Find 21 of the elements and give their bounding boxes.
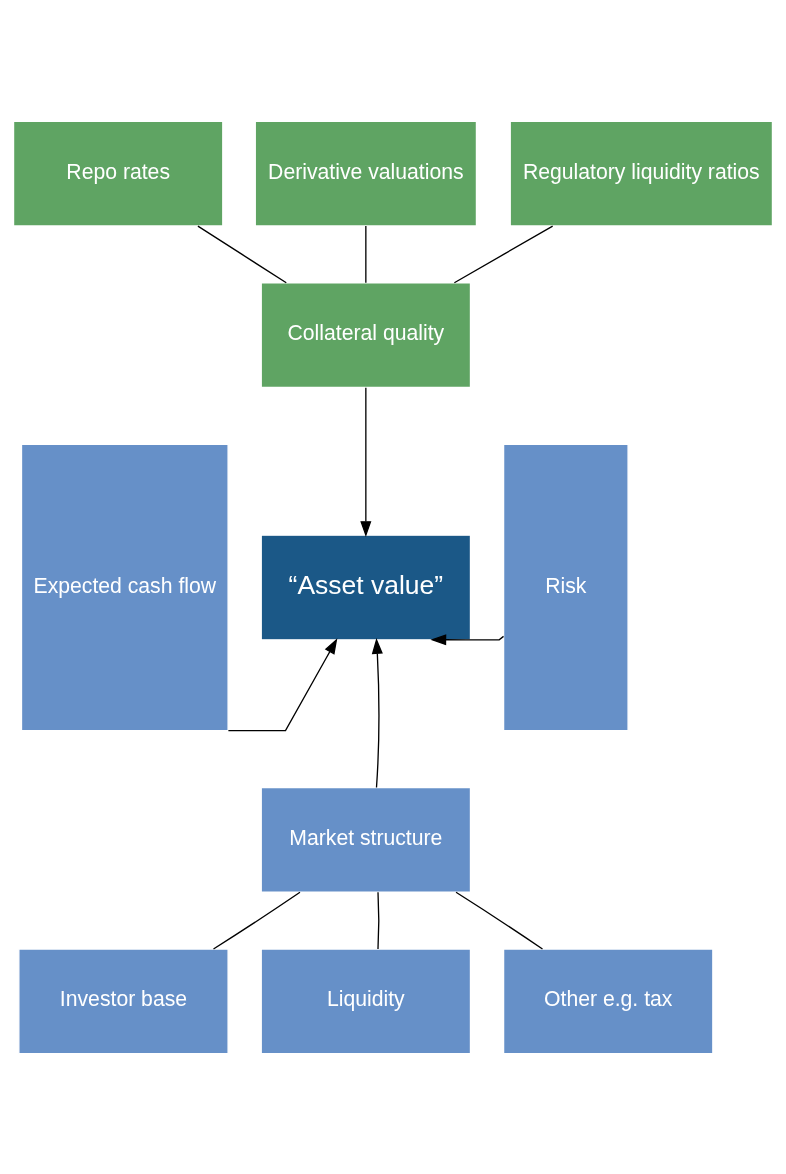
connector xyxy=(365,224,367,283)
connector xyxy=(197,224,287,283)
node-box: “Asset value” xyxy=(260,534,472,640)
node-box: Collateral quality xyxy=(260,281,472,388)
arrow xyxy=(430,633,505,645)
connector xyxy=(377,891,380,950)
connector xyxy=(212,891,301,950)
node-box: Repo rates xyxy=(12,120,224,227)
arrow xyxy=(371,637,383,788)
node-box: Other e.g. tax xyxy=(502,947,714,1054)
node-box: Expected cash flow xyxy=(20,443,229,731)
arrow xyxy=(360,386,372,537)
node-box: Investor base xyxy=(18,947,229,1054)
connector xyxy=(455,891,544,950)
node-box: Market structure xyxy=(260,786,472,893)
node-box: Liquidity xyxy=(260,947,472,1054)
node-box: Derivative valuations xyxy=(254,120,478,227)
arrow xyxy=(227,637,338,731)
connector xyxy=(453,224,554,283)
node-box: Risk xyxy=(502,443,629,731)
node-box: Regulatory liquidity ratios xyxy=(509,120,774,227)
